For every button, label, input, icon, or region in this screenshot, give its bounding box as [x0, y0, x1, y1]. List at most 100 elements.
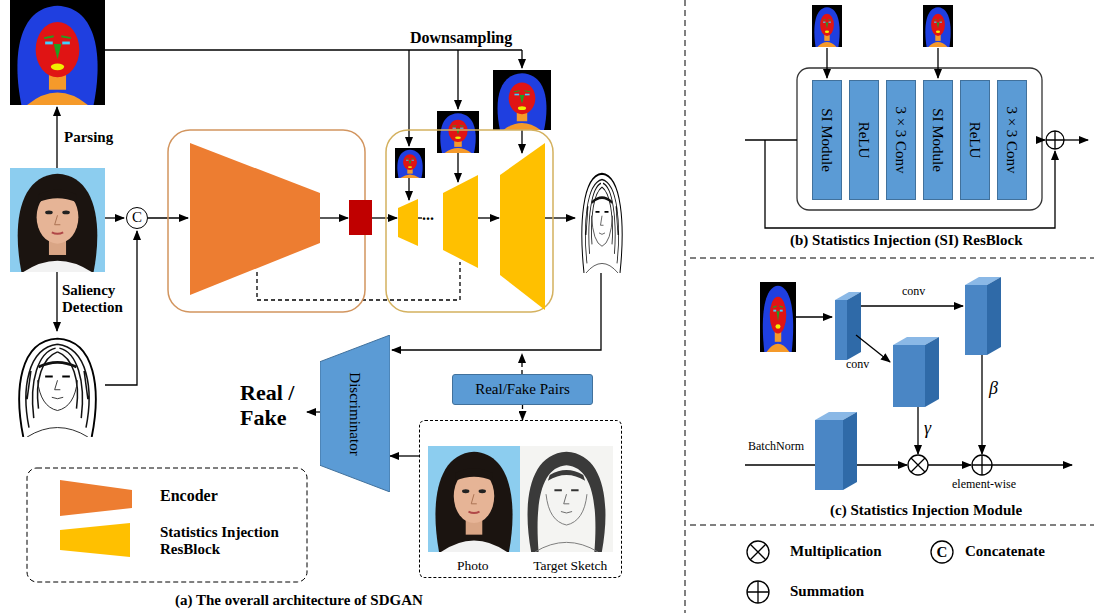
wires [408, 50, 409, 146]
wires [105, 49, 522, 50]
wires [372, 217, 397, 218]
wires [457, 50, 458, 109]
generator [443, 175, 478, 268]
si-module [972, 455, 992, 475]
feature-cube [847, 292, 861, 360]
image-caption: Target Sketch [522, 557, 620, 575]
legend-box [27, 468, 307, 582]
legend-text: Encoder [160, 487, 218, 505]
process-box: Real/Fake Pairs [452, 374, 593, 405]
wires [457, 153, 458, 182]
rotated-label: SI Module [819, 108, 836, 172]
symbol-legend [747, 541, 953, 603]
symbol-letter: C [127, 208, 147, 228]
si-resblock [745, 48, 1088, 228]
wires [545, 217, 575, 218]
layer-column: 3 × 3 Conv [997, 80, 1027, 200]
generator [500, 143, 545, 310]
discriminator-block: Discriminator [320, 335, 390, 492]
annotation-label: Parsing [64, 129, 113, 146]
panel-dividers [690, 258, 1094, 259]
legend-text: Statistics Injection ResBlock [160, 524, 302, 559]
illustration [923, 5, 953, 47]
si-module [928, 464, 971, 465]
feature-cube [815, 420, 843, 490]
annotation-label: BatchNorm [748, 440, 804, 454]
legend-text: Summation [790, 583, 864, 600]
generator [398, 199, 418, 246]
symbol-legend [750, 544, 766, 560]
input-images [10, 168, 105, 272]
si-module [857, 464, 907, 465]
symbol-legend [747, 541, 769, 563]
annotation-label: ... [422, 206, 434, 224]
generator [386, 130, 553, 312]
si-module [911, 458, 925, 472]
rotated-label: Discriminator [347, 372, 364, 455]
wires [56, 107, 57, 168]
si-resblock [937, 48, 938, 78]
si-resblock [797, 68, 1042, 210]
si-module [745, 464, 815, 465]
connector [522, 405, 523, 420]
wires [521, 50, 522, 68]
feature-cube [925, 337, 939, 407]
feature-cube [893, 337, 939, 407]
feature-cube [987, 277, 1001, 355]
layer-column: SI Module [812, 80, 842, 200]
feature-cube [843, 412, 857, 490]
symbol-legend [747, 581, 769, 603]
feature-cube [965, 277, 1001, 355]
si-module [861, 305, 963, 306]
panel-dividers [690, 525, 1094, 526]
connector [390, 455, 419, 456]
si-resblock [1046, 131, 1064, 149]
generator [349, 200, 372, 235]
concat-circle: C [126, 207, 148, 229]
wires [105, 217, 124, 218]
si-module [760, 282, 796, 352]
si-resblock [826, 48, 827, 78]
wires [408, 178, 409, 200]
pair-images [428, 446, 520, 552]
annotation-label: element-wise [952, 478, 1016, 492]
legend-text: Concatenate [965, 543, 1045, 560]
layer-column: 3 × 3 Conv [886, 80, 916, 200]
wires [478, 217, 499, 218]
downsampled-maps [395, 148, 425, 178]
generator [168, 130, 365, 312]
downsampled-maps [493, 70, 551, 130]
wires [521, 354, 522, 374]
input-images [10, 0, 627, 437]
panel-caption: (c) Statistics Injection Module [830, 502, 1022, 519]
annotation-label: conv [846, 358, 869, 372]
wires [521, 130, 522, 153]
wires [56, 272, 57, 331]
legend-text: Multiplication [790, 543, 882, 560]
downsampled-maps [437, 111, 479, 153]
si-module [796, 316, 832, 317]
feature-cube [835, 292, 861, 360]
generator [190, 143, 320, 295]
pair-images [520, 446, 613, 552]
si-resblock [1064, 139, 1088, 140]
annotation-label: β [989, 378, 998, 399]
annotation-label: conv [902, 285, 925, 299]
layer-column: SI Module [923, 80, 953, 200]
rotated-label: ReLU [967, 122, 984, 159]
panel-caption: (b) Statistics Injection (SI) ResBlock [790, 232, 1023, 249]
box-label: Real/Fake Pairs [475, 381, 570, 398]
legend-box [60, 480, 132, 516]
rotated-label: 3 × 3 Conv [893, 106, 910, 173]
input-images [10, 333, 105, 437]
input-images [577, 168, 627, 273]
si-module [917, 407, 918, 454]
annotation-label: Downsampling [410, 29, 512, 47]
wires [418, 217, 422, 218]
wires [320, 217, 348, 218]
rotated-label: ReLU [856, 122, 873, 159]
layer-column: ReLU [960, 80, 990, 200]
feature-cube [965, 285, 987, 355]
wires [57, 50, 601, 412]
